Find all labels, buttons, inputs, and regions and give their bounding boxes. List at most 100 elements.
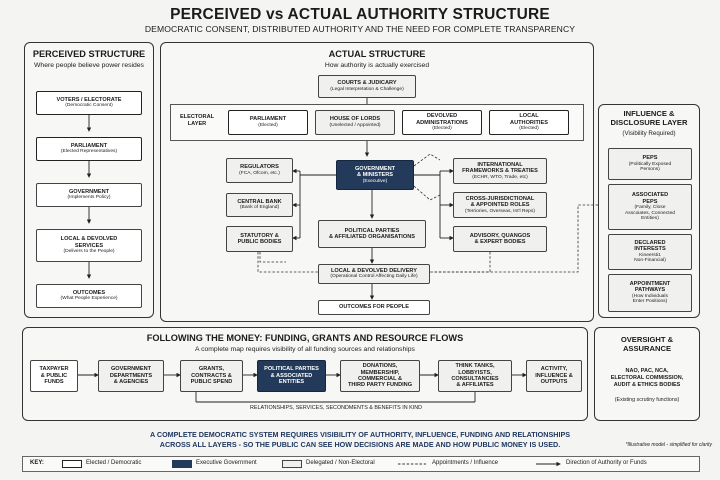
- box-subtitle: (Politically Exposed Persons): [628, 161, 672, 173]
- oversight-panel: [594, 327, 700, 421]
- box-title: DONATIONS, MEMBERSHIP, COMMERCIAL & THIR…: [347, 363, 413, 389]
- actual-parliament-box: PARLIAMENT (Elected): [228, 110, 308, 135]
- government-ministers-box: GOVERNMENT & MINISTERS (Executive): [336, 160, 414, 190]
- box-title: GRANTS, CONTRACTS & PUBLIC SPEND: [190, 366, 233, 386]
- box-title: INTERNATIONAL FRAMEWORKS & TREATIES: [462, 161, 538, 175]
- electoral-layer-label: ELECTORAL LAYER: [179, 114, 215, 127]
- central-bank-box: CENTRAL BANK (Bank of England): [226, 193, 293, 217]
- page-subtitle: DEMOCRATIC CONSENT, DISTRIBUTED AUTHORIT…: [144, 24, 576, 34]
- box-title: STATUTORY & PUBLIC BODIES: [237, 232, 282, 245]
- actual-heading: ACTUAL STRUCTURE: [328, 49, 426, 59]
- key-appointments-text: Appointments / Influence: [432, 460, 499, 466]
- key-executive-swatch: [172, 460, 192, 468]
- box-title: GOVERNMENT: [68, 188, 110, 195]
- box-subtitle: (FCA, Ofcom, etc.): [239, 170, 280, 176]
- box-subtitle: (Unelected / Appointed): [329, 122, 381, 128]
- box-subtitle: (Family, Close Asscoiates, Connected Ent…: [624, 204, 676, 222]
- box-title: APPOINTMENT PATHWAYS: [629, 280, 671, 294]
- box-title: OUTCOMES: [72, 289, 106, 296]
- box-subtitle: (Terriories, Overseas, Int'l Reps): [465, 208, 535, 214]
- influence-heading: INFLUENCE & DISCLOSURE LAYER: [610, 109, 688, 127]
- box-title: POLITICAL PARTIES & AFFILIATED ORGANISAT…: [329, 227, 415, 240]
- box-title: LOCAL & DEVOLVED SERVICES: [60, 236, 118, 249]
- box-title: COURTS & JUDICARY: [337, 80, 397, 87]
- cross-jurisdictional-box: CROSS-JURISDICTIONAL & APPOINTED ROLES (…: [453, 192, 547, 218]
- perceived-parliament-box: PARLIAMENT (Elected Representatives): [36, 137, 142, 161]
- box-title: HOUSE OF LORDS: [329, 116, 381, 123]
- declared-interests-box: DECLARED INTERESTS Kineersti1 Non-Financ…: [608, 234, 692, 270]
- box-title: POLITICAL PARTIES & ASSOCIATED ENTITIES: [264, 366, 319, 386]
- money-relationships-label: RELATIONSHIPS, SERVICES, SECONDMENTS & B…: [249, 405, 423, 411]
- box-title: DECLARED INTERESTS: [634, 239, 666, 253]
- money-heading: FOLLOWING THE MONEY: FUNDING, GRANTS AND…: [146, 333, 464, 343]
- box-title: ADVISORY, QUANGOS & EXPERT BODIES: [469, 232, 531, 245]
- oversight-bodies: NAO, PAC, NCA, ELECTORAL COMMISSION, AUD…: [610, 368, 684, 388]
- key-elected-swatch: [62, 460, 82, 468]
- box-subtitle: (Operational Control Affecting Daily Lif…: [330, 274, 418, 280]
- box-subtitle: (Implements Policy): [67, 195, 111, 201]
- oversight-heading: OVERSIGHT & ASSURANCE: [620, 335, 674, 354]
- lords-box: HOUSE OF LORDS (Unelected / Appointed): [315, 110, 395, 135]
- box-title: LOCAL AUTHORITIES: [510, 113, 548, 126]
- footer-line-1: A COMPLETE DEMOCRATIC SYSTEM REQUIRES VI…: [149, 430, 571, 439]
- appointment-pathways-box: APPOINTMENT PATHWAYS (How Individuals En…: [608, 274, 692, 312]
- political-parties-box: POLITICAL PARTIES & AFFILIATED ORGANISAT…: [318, 220, 426, 248]
- devolved-box: DEVOLVED ADMINISTRATIONS (Elected): [402, 110, 482, 135]
- money-departments-box: GOVERNMENT DEPARTMENTS & AGENCIES: [98, 360, 164, 392]
- perceived-outcomes-box: OUTCOMES (What People Experience): [36, 284, 142, 308]
- box-subtitle: (Elected): [258, 122, 278, 128]
- box-title: ASSOCIATED PEPS: [631, 192, 669, 205]
- regulators-box: REGULATORS (FCA, Ofcom, etc.): [226, 158, 293, 183]
- money-think-tanks-box: THINK TANKS, LOBBYISTS, CONSULTANCIES & …: [438, 360, 512, 392]
- actual-subheading: How authority is actually exercised: [324, 62, 430, 69]
- box-title: LOCAL & DEVOLVED DELIVERY: [331, 267, 417, 274]
- perceived-heading: PERCEIVED STRUCTURE: [32, 49, 146, 59]
- box-title: CROSS-JURISDICTIONAL & APPOINTED ROLES: [465, 195, 535, 209]
- local-delivery-box: LOCAL & DEVOLVED DELIVERY (Operational C…: [318, 264, 430, 284]
- perceived-voters-box: VOTERS / ELECTORATE (Democratic Consent): [36, 91, 142, 115]
- key-delegated-swatch: [282, 460, 302, 468]
- box-title: PARLIAMENT: [249, 116, 287, 123]
- local-authorities-box: LOCAL AUTHORITIES (Elected): [489, 110, 569, 135]
- box-title: GOVERNMENT DEPARTMENTS & AGENCIES: [109, 366, 153, 386]
- footer-line-2: ACROSS ALL LAYERS - SO THE PUBLIC CAN SE…: [159, 440, 561, 449]
- box-subtitle: (Legal Interpretation & Challenge): [330, 86, 404, 92]
- key-elected-text: Elected / Democratic: [86, 460, 142, 466]
- box-subtitle: (Democratic Consent): [65, 103, 113, 109]
- box-title: PEPS: [642, 155, 658, 162]
- footer-note: *Illustrative model - simplified for cla…: [625, 442, 712, 448]
- box-title: TAXPAYER & PUBLIC FUNDS: [39, 366, 69, 386]
- page-title: PERCEIVED vs ACTUAL AUTHORITY STRUCTURE: [170, 6, 550, 23]
- box-title: ACTIVITY, INFLUENCE & OUTPUTS: [535, 366, 573, 386]
- box-title: PARLIAMENT: [70, 142, 108, 149]
- box-title: VOTERS / ELECTORATE: [56, 96, 122, 103]
- box-subtitle: (ECHR, WTO, Trade, etc): [472, 174, 528, 180]
- perceived-subheading: Where people believe power resides: [34, 62, 144, 69]
- money-taxpayer-box: TAXPAYER & PUBLIC FUNDS: [30, 360, 78, 392]
- oversight-note: (Existing scrutiny functions): [614, 397, 680, 403]
- key-direction-text: Direction of Authority or Funds: [566, 460, 647, 466]
- money-subheading: A complete map requires visibility of al…: [195, 346, 415, 353]
- box-subtitle: (Executive): [362, 178, 388, 184]
- perceived-local-box: LOCAL & DEVOLVED SERVICES (Delivers to t…: [36, 229, 142, 262]
- box-title: REGULATORS: [240, 164, 279, 171]
- money-activity-box: ACTIVITY, INFLUENCE & OUTPUTS: [526, 360, 582, 392]
- money-parties-box: POLITICAL PARTIES & ASSOCIATED ENTITIES: [257, 360, 326, 392]
- peps-box: PEPS (Politically Exposed Persons): [608, 148, 692, 180]
- money-donations-box: DONATIONS, MEMBERSHIP, COMMERCIAL & THIR…: [340, 360, 420, 392]
- statutory-box: STATUTORY & PUBLIC BODIES: [226, 226, 293, 252]
- key-delegated-text: Delegated / Non-Electoral: [306, 460, 375, 466]
- box-title: THINK TANKS, LOBBYISTS, CONSULTANCIES & …: [451, 363, 499, 389]
- perceived-government-box: GOVERNMENT (Implements Policy): [36, 183, 142, 207]
- advisory-box: ADVISORY, QUANGOS & EXPERT BODIES: [453, 226, 547, 252]
- influence-subheading: (Visibility Required): [622, 130, 676, 137]
- box-subtitle: Kineersti1 Non-Financial): [634, 252, 666, 264]
- box-title: GOVERNMENT & MINISTERS: [354, 165, 396, 179]
- courts-box: COURTS & JUDICARY (Legal Interpretation …: [318, 75, 416, 98]
- key-label: KEY:: [30, 460, 44, 466]
- outcomes-box: OUTCOMES FOR PEOPLE: [318, 300, 430, 315]
- box-title: DEVOLVED ADMINISTRATIONS: [416, 113, 468, 126]
- box-subtitle: (How Individuals Enter Positions): [632, 293, 668, 305]
